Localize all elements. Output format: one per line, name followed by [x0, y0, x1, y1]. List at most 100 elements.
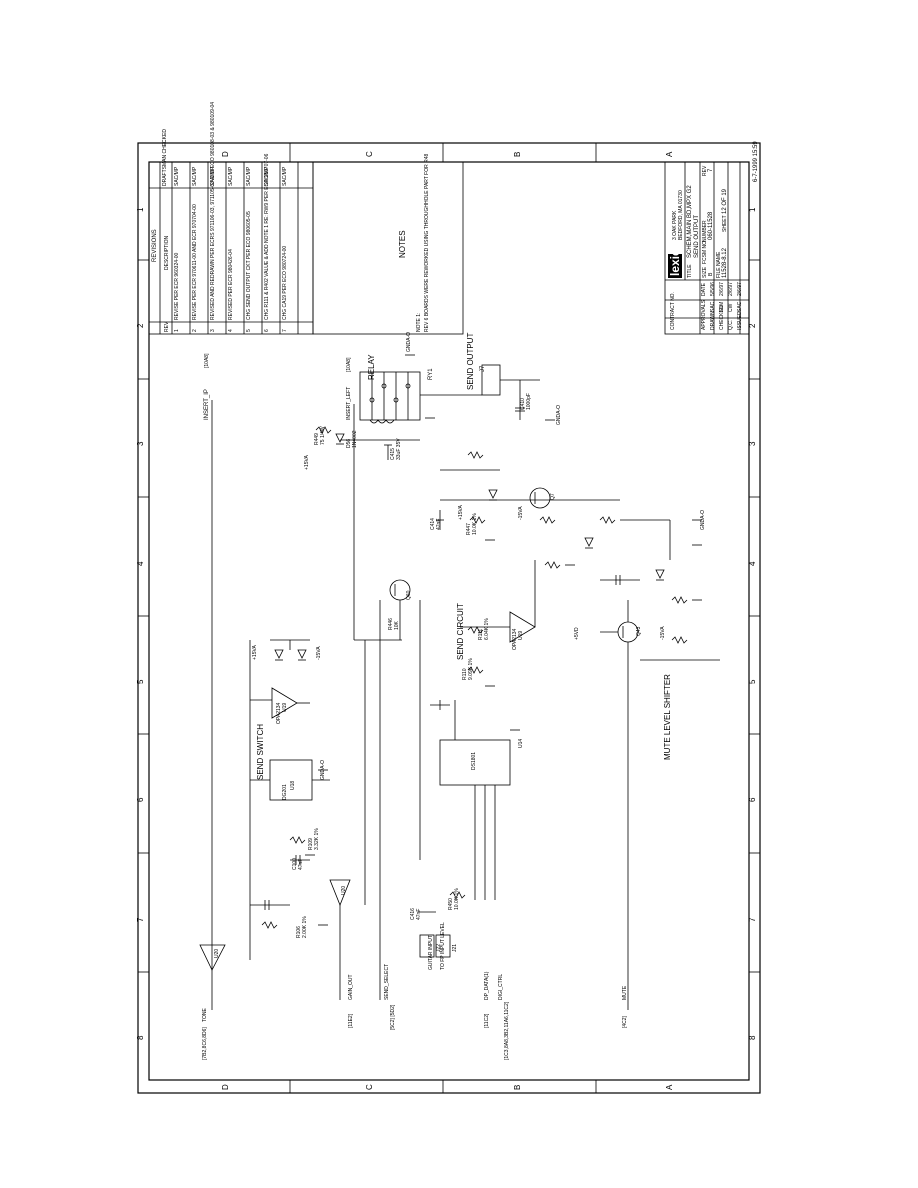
supply-plus15-a: +15VA: [252, 645, 258, 660]
part-u19-b: U19: [518, 631, 524, 640]
footer-code: 6-7-1999 15:59: [753, 141, 759, 182]
part-ds1801: DS1801: [471, 752, 477, 770]
part-c415-value: 33uF 35V: [396, 438, 402, 460]
revision-row-description: REVISE PER ECR 970611-00 AND ECR 970704-…: [192, 204, 198, 320]
opamp-u19-switch: [271, 687, 298, 719]
zone-num-1-right: 1: [748, 207, 757, 212]
part-u19-a: U19: [282, 703, 288, 712]
signal-tone-ref: [7B2,8C6,8D6]: [202, 1027, 208, 1060]
address-2: BEDFORD, MA 01730: [678, 190, 684, 240]
approval-role: ISSUED: [737, 311, 743, 330]
supply-minus15-d: -15VA: [660, 626, 666, 640]
zone-row-c-bottom: C: [365, 1084, 374, 1090]
gnd-label-a: GNDA-O: [406, 332, 412, 352]
approval-name: SAC: [737, 301, 743, 312]
gnd-label-d: GNDA-O: [320, 760, 326, 780]
revisions-block: REVISIONS REV DESCRIPTION DRAFTSMAN CHEC…: [148, 129, 314, 335]
signal-dp-data-ref: [11C2]: [484, 1013, 490, 1028]
revisions-heading: REVISIONS: [152, 229, 158, 262]
label-relay: RELAY: [367, 354, 376, 380]
part-u20-b: U20: [214, 949, 220, 958]
signal-gain-out: GAIN_OUT: [348, 974, 354, 1000]
part-r111-value: 6.04K 1%: [484, 618, 490, 640]
part-c415: C415: [390, 448, 396, 460]
part-opa2134-b: OPA2134: [512, 628, 518, 650]
revision-row-draftsman: SAC/MP: [282, 166, 288, 186]
revision-row-draftsman: SAC/MP: [192, 166, 198, 186]
notes-block: NOTES NOTE 1: REV 6 BOARDS WERE REWORKED…: [312, 154, 464, 335]
zone-num-5: 5: [136, 679, 145, 684]
approval-role: DRAWN: [710, 311, 716, 330]
revision-row-draftsman: SAC/MP: [228, 166, 234, 186]
approval-name: CW: [728, 303, 734, 312]
rev-value: 7: [708, 168, 714, 172]
approval-date: DATE: [701, 282, 707, 296]
zone-num-1: 1: [136, 207, 145, 212]
zone-num-5-right: 5: [748, 679, 757, 684]
label-send-switch: SEND SWITCH: [256, 724, 265, 780]
sheet-value: 12 OF 19: [722, 188, 728, 214]
revision-row-number: 5: [246, 329, 252, 332]
zone-num-3-right: 3: [748, 441, 757, 446]
part-c416-value: 47nF: [416, 909, 422, 920]
approval-date: 2/6/97: [728, 282, 734, 296]
part-r446: R446: [388, 618, 394, 630]
part-j22: J22: [436, 944, 442, 952]
part-q60: Q60: [406, 590, 412, 600]
revision-row-description: CHG R111 & R402 VALUE & ADD NOTE 1 RE: R…: [264, 153, 270, 320]
approvals-table: APPROVALSDATEDRAWNSAC5/5/96CHECKEDSLM2/6…: [701, 282, 743, 330]
jack-j21: [435, 934, 451, 958]
part-r446-value: 10K: [394, 620, 400, 630]
part-c414-value: 47nF: [436, 519, 442, 530]
supply-plus15-c: +15VA: [458, 505, 464, 520]
approval-role: Q.C.: [728, 320, 734, 330]
rev-col-desc: DESCRIPTION: [164, 235, 170, 270]
part-q43: Q43: [636, 626, 642, 636]
rev-col-draft: DRAFTSMAN CHECKED: [162, 129, 168, 186]
title-label: TITLE: [687, 264, 693, 278]
schematic-wiring: [199, 354, 720, 1010]
part-r447: R447: [466, 523, 472, 535]
note1-text: REV 6 BOARDS WERE REWORKED USING THROUGH…: [424, 154, 430, 332]
revision-row-description: REVISE PER ECR 960324-00: [174, 253, 180, 320]
signal-digi-ctrl: DIGI_CTRL: [498, 974, 504, 1000]
part-r109: R109: [308, 838, 314, 850]
signal-insert-left: INSERT_LEFT: [346, 387, 352, 420]
approval-date: 5/5/96: [710, 282, 716, 296]
contract-label: CONTRACT NO.: [670, 292, 676, 330]
opamp-u20-tone: [199, 944, 226, 971]
signal-send-select-ref: [5C2] [5D2]: [390, 1004, 396, 1030]
address-1: 3 OAK PARK: [672, 210, 678, 240]
revision-row-number: 1: [174, 329, 180, 332]
zone-row-a-bottom: A: [665, 1084, 674, 1090]
zone-ticks: [138, 143, 760, 1093]
number-label: NUMBER: [702, 220, 708, 242]
part-opa2134-a: OPA2134: [276, 702, 282, 724]
revision-row-number: 7: [282, 329, 288, 332]
part-u20-a: U20: [341, 886, 347, 895]
transistor-q7: [529, 487, 551, 509]
zone-row-d-bottom: D: [221, 1084, 230, 1090]
sheet-label: SHEET: [722, 215, 728, 232]
part-r450: R450: [448, 898, 454, 910]
zone-row-a: A: [665, 151, 674, 157]
part-r449-value: 75 1/4W: [320, 426, 326, 445]
signal-insert-ip-ref: [10A8]: [204, 353, 210, 368]
drawing-number: 060-11528: [708, 211, 714, 240]
revision-row-description: CHG SEND OUTPUT CKT PER ECO 980605-05: [246, 211, 252, 320]
signal-dp-data: DP_DATA(1): [484, 971, 490, 1000]
zone-num-7-right: 7: [748, 917, 757, 922]
revision-row-number: 6: [264, 329, 270, 332]
relay-ry1: [359, 371, 421, 421]
approval-role: CHECKED: [719, 305, 725, 330]
part-c410: C410: [520, 398, 526, 410]
sheet-border: [137, 142, 761, 1094]
zone-num-6: 6: [136, 797, 145, 802]
part-d56-value: 1N4002: [352, 430, 358, 448]
signal-gain-out-ref: [11E2]: [348, 1013, 354, 1028]
ic-u18-switch: [269, 759, 313, 801]
drawing-title: SCHEM,MAIN BD,MPX G2: [687, 185, 693, 258]
size-label: SIZE: [702, 266, 708, 278]
part-r106-value: 2.00K 1%: [302, 916, 308, 938]
